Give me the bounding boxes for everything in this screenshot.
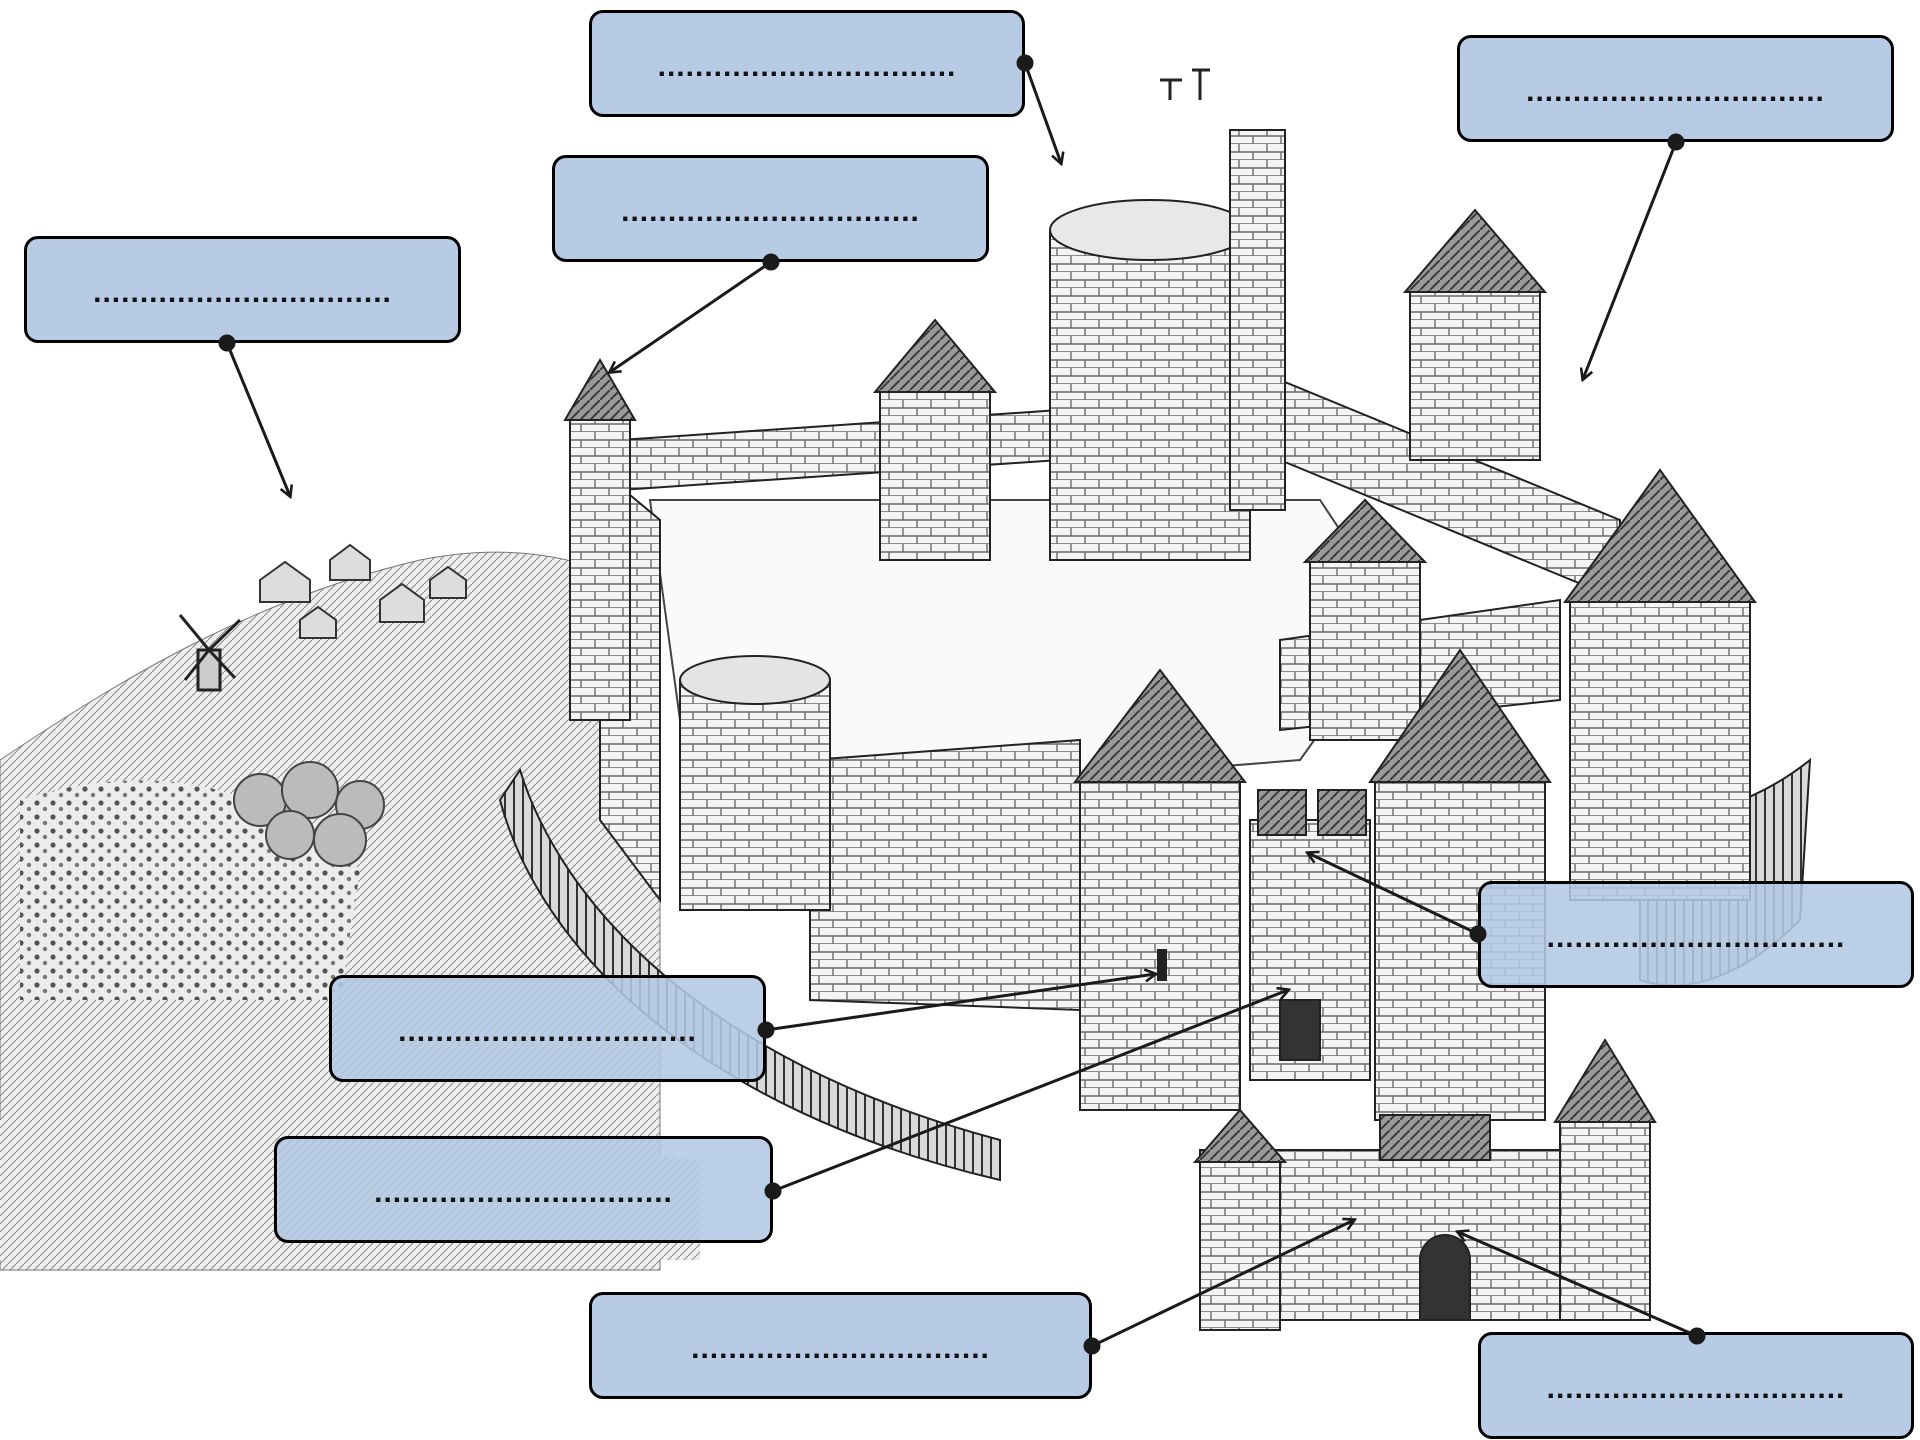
corner-tower-left (565, 360, 635, 720)
label-text: ................................ (1547, 915, 1846, 955)
keep-donjon (1050, 70, 1285, 560)
label-box-corner-tower[interactable]: ................................ (552, 155, 989, 262)
label-box-barbican[interactable]: ................................ (589, 1292, 1092, 1399)
label-box-village[interactable]: ................................ (24, 236, 461, 343)
label-text: ................................ (691, 1326, 990, 1366)
label-box-machicolation[interactable]: ................................ (1478, 881, 1914, 988)
label-text: ................................ (93, 270, 392, 310)
label-box-keep-turret[interactable]: ................................ (589, 10, 1025, 117)
label-box-curtain-wall-east[interactable]: ................................ (1457, 35, 1894, 142)
label-text: ................................ (1526, 69, 1825, 109)
label-text: ................................ (374, 1170, 673, 1210)
label-text: ................................ (398, 1009, 697, 1049)
gatehouse (1250, 790, 1370, 1080)
label-box-drawbridge[interactable]: ................................ (274, 1136, 773, 1243)
label-box-arrow-slit[interactable]: ................................ (329, 975, 766, 1082)
round-tower-east (1405, 210, 1545, 460)
label-text: ................................ (621, 189, 920, 229)
round-tower-north (875, 320, 995, 560)
label-text: ................................ (1547, 1366, 1846, 1406)
label-text: ................................ (658, 44, 957, 84)
label-box-portcullis[interactable]: ................................ (1478, 1332, 1914, 1439)
round-tower-west (680, 656, 830, 910)
